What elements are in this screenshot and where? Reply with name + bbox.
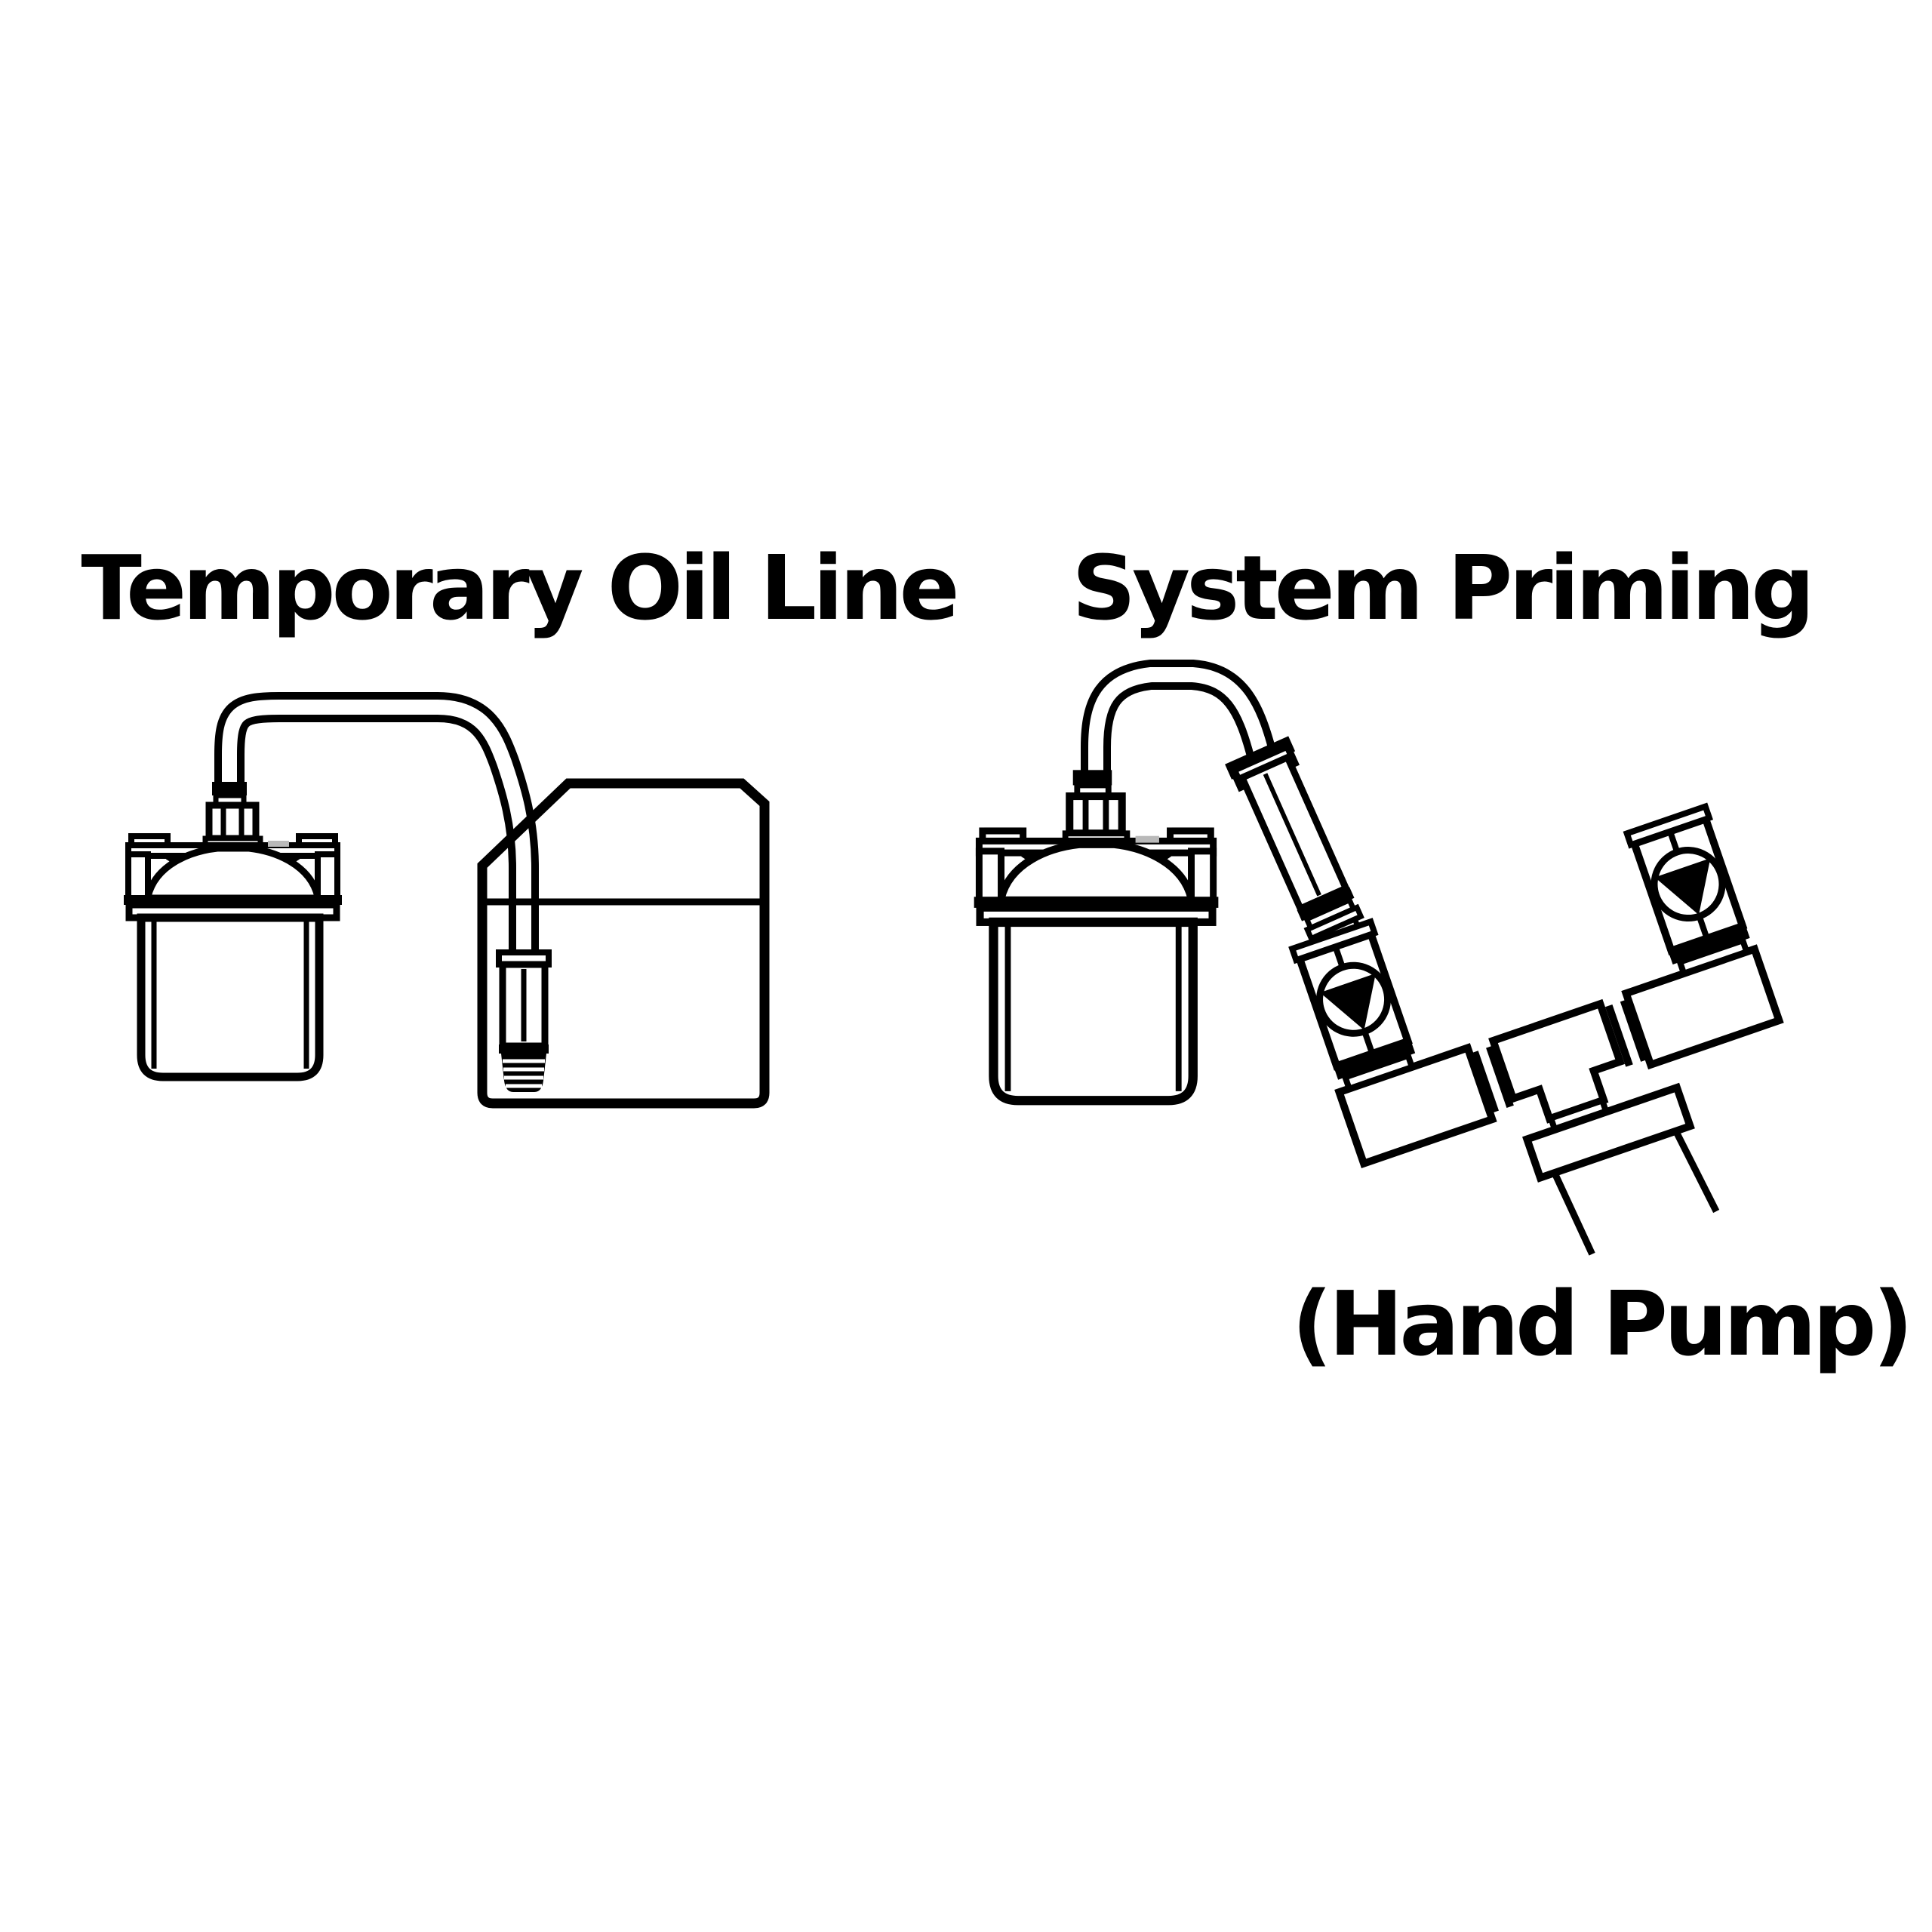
system-priming-figure [974,660,1784,1256]
hand-pump [1522,1082,1720,1256]
hand-pump-caption: (Hand Pump) [1292,1272,1910,1376]
check-valve-inlet [1292,921,1420,1091]
oil-filter [974,770,1219,1100]
hose [1081,660,1277,781]
jerry-can [477,778,770,1109]
left-title: Temporary Oil Line [81,536,955,640]
right-title: System Priming [1072,536,1811,640]
suction-strainer [496,949,552,1092]
pipe-union-left [1471,1045,1514,1113]
check-valve-outlet [1627,807,1755,977]
hose [214,692,539,960]
pipe-union-right [1604,999,1648,1067]
temporary-oil-line-figure [124,692,770,1109]
pump-manifold [1290,807,1784,1256]
oil-filter [124,782,342,1077]
